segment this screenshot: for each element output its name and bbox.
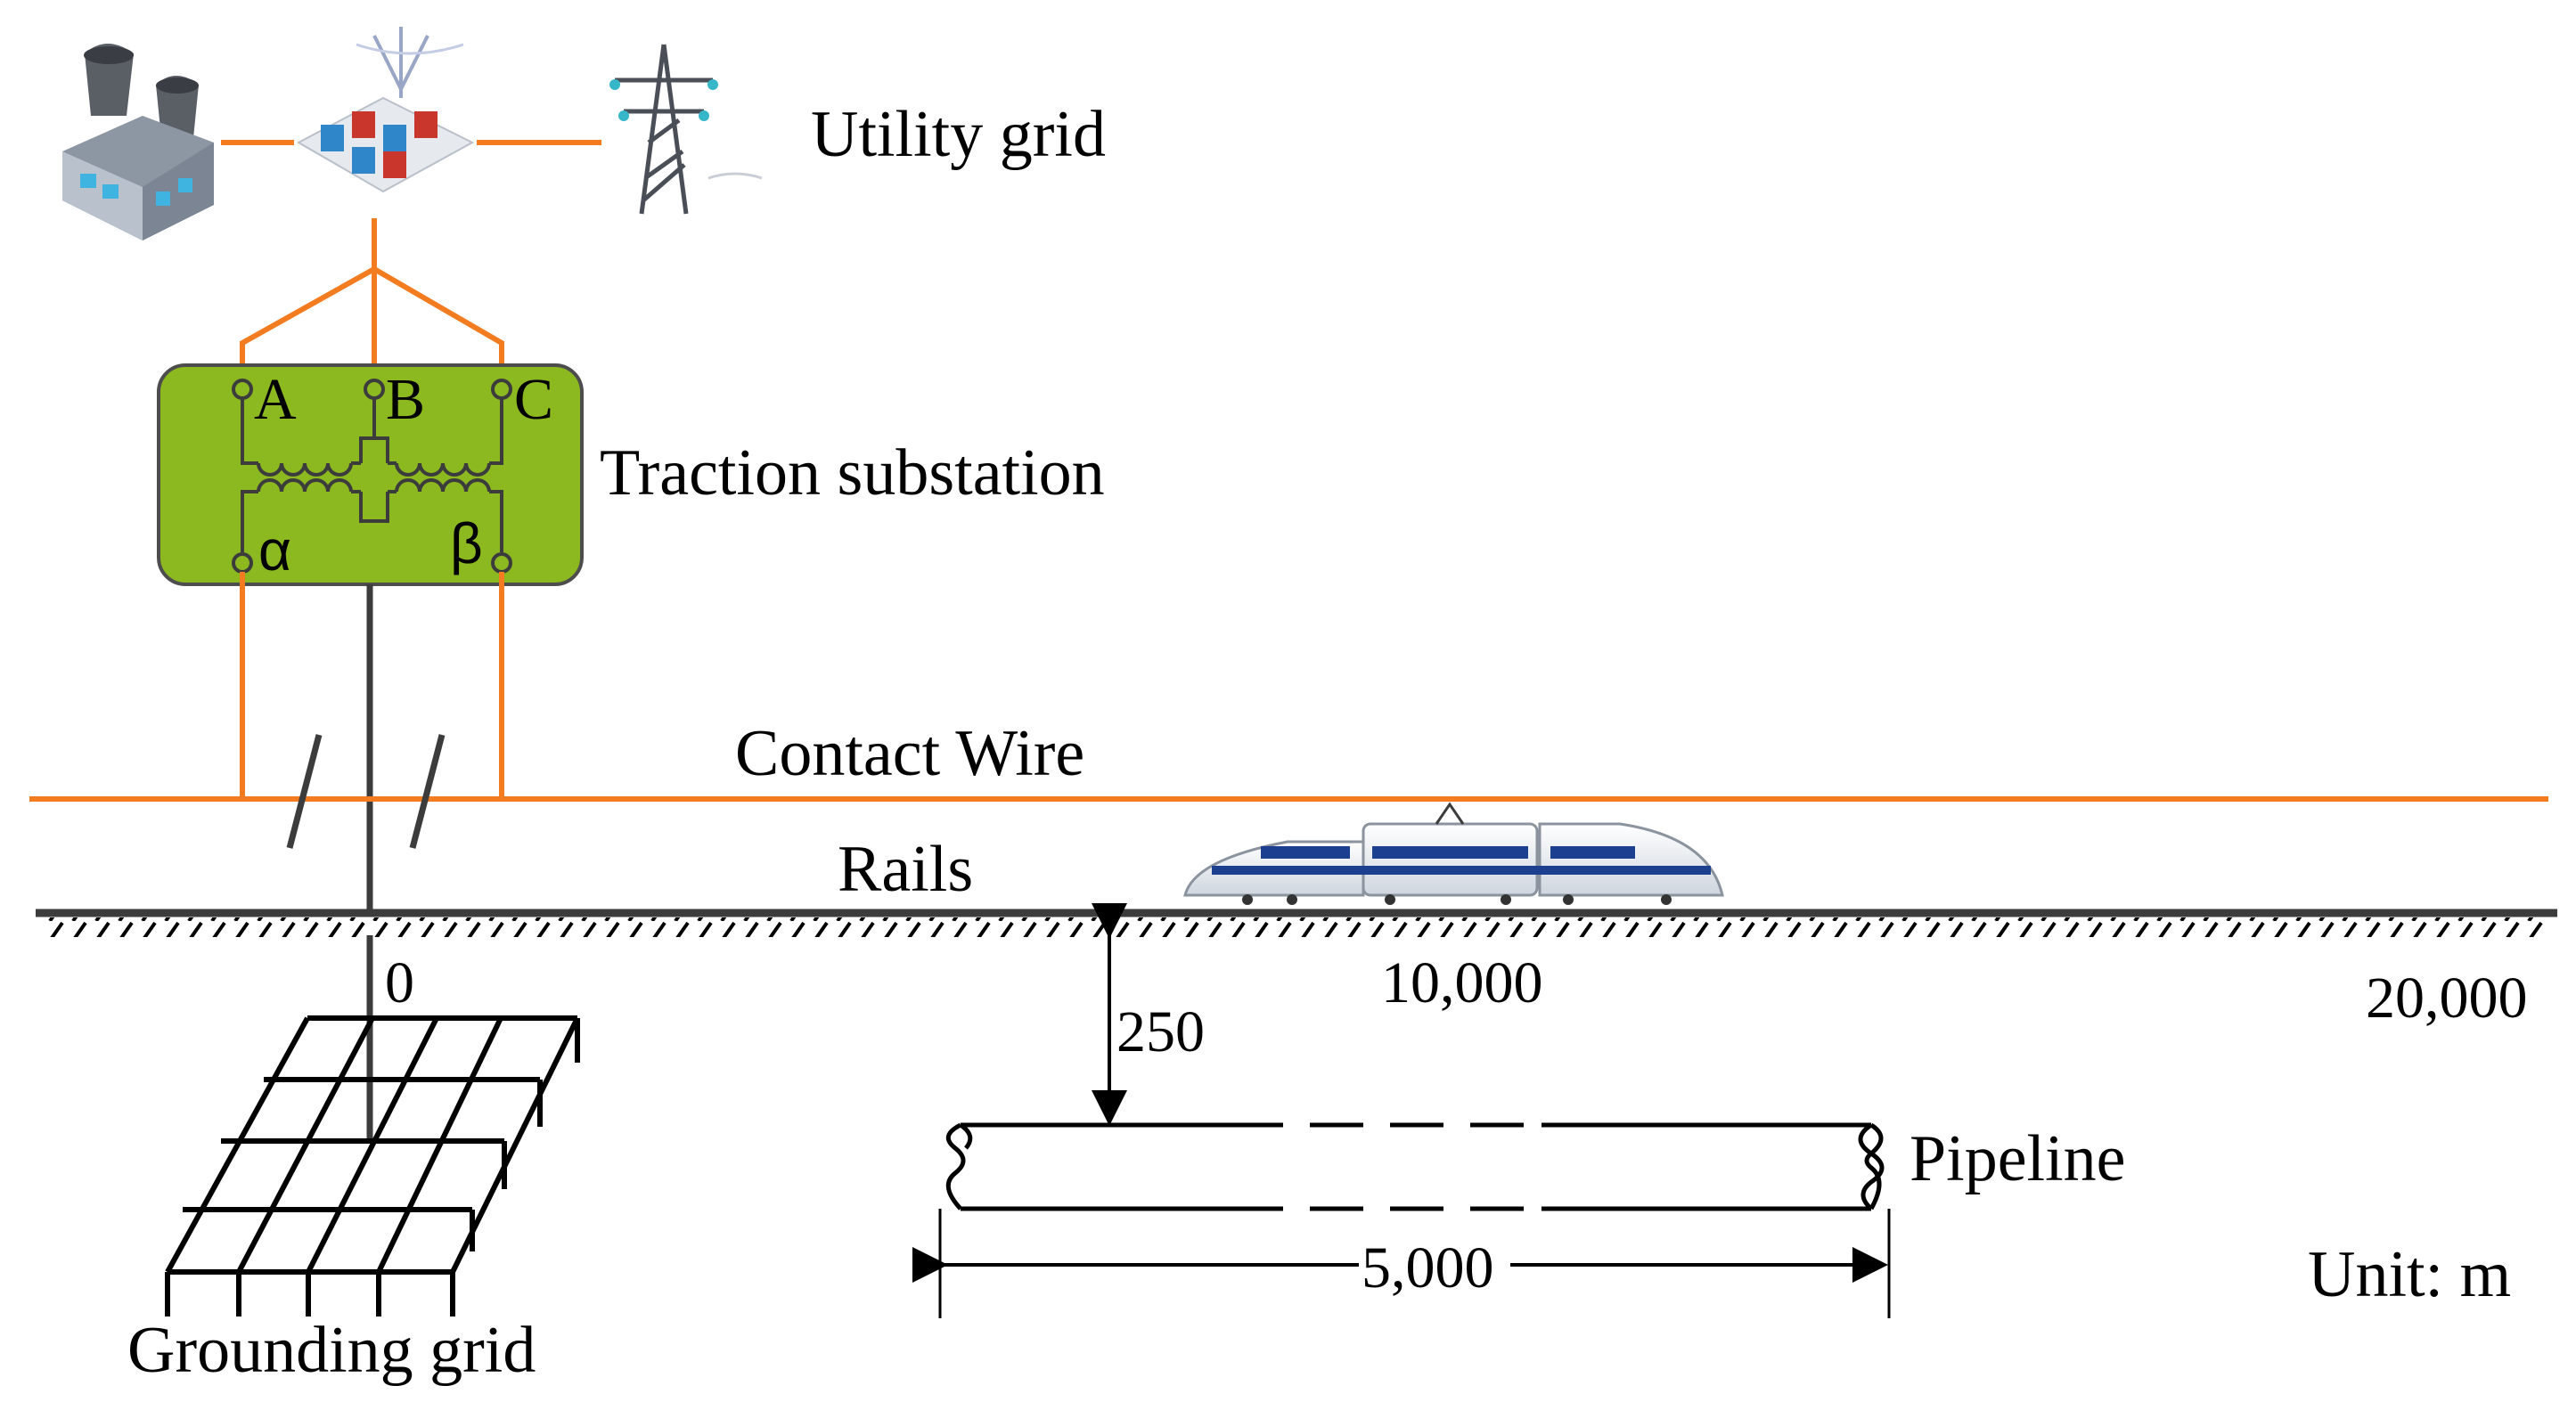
- terminal-b: [364, 379, 385, 400]
- contact-wire-label: Contact Wire: [735, 717, 1084, 790]
- grounding-grid-label: Grounding grid: [127, 1314, 536, 1387]
- terminal-c: [491, 379, 512, 400]
- origin-mark: 0: [385, 950, 414, 1015]
- unit-label: Unit: m: [2308, 1238, 2511, 1311]
- substation-icon: [296, 27, 475, 193]
- terminal-alpha: [232, 552, 253, 574]
- rails-label: Rails: [838, 833, 973, 906]
- traction-substation-label: Traction substation: [600, 436, 1105, 509]
- terminal-b-label: B: [386, 367, 425, 432]
- feeder-lines: [240, 218, 504, 385]
- pipeline-length-label: 5,000: [1362, 1235, 1494, 1300]
- terminal-a: [232, 379, 253, 400]
- section-gap-right: [409, 734, 446, 849]
- terminal-alpha-label: α: [258, 518, 291, 583]
- end-mark: 20,000: [2366, 966, 2528, 1031]
- terminal-c-label: C: [514, 367, 553, 432]
- terminal-a-label: A: [254, 367, 297, 432]
- grounding-grid: [165, 1015, 580, 1316]
- terminal-beta-label: β: [450, 511, 483, 575]
- ground-hatching: [45, 917, 2548, 937]
- terminal-beta: [491, 552, 512, 574]
- pipeline-body: [945, 1122, 1885, 1211]
- power-plant-icon: [62, 44, 214, 240]
- pipeline-depth-label: 250: [1116, 999, 1205, 1064]
- pipeline-label: Pipeline: [1910, 1122, 2126, 1195]
- train-icon: [1183, 802, 1724, 905]
- transformer-windings: [241, 392, 503, 552]
- terminal-points: [232, 379, 512, 574]
- transmission-tower-icon: [609, 44, 763, 215]
- utility-grid-label: Utility grid: [811, 98, 1106, 171]
- mid-mark: 10,000: [1381, 950, 1543, 1015]
- section-gap-left: [286, 734, 323, 849]
